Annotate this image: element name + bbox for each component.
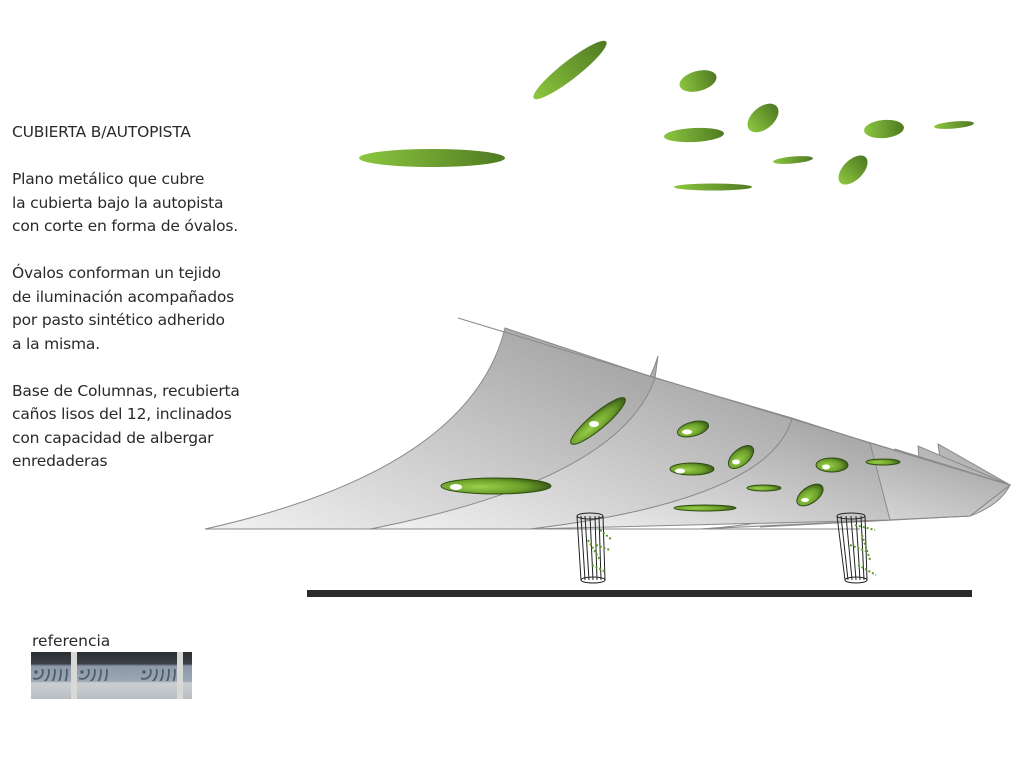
text-line: con capacidad de albergar <box>12 428 214 447</box>
floating-oval <box>359 149 505 167</box>
reference-label: referencia <box>32 632 111 650</box>
canopy-edge-line <box>457 317 1011 486</box>
floating-oval <box>679 70 717 92</box>
vine-icon <box>849 524 877 576</box>
reference-photo <box>31 652 192 699</box>
floating-oval <box>664 127 724 143</box>
text-line: caños lisos del 12, inclinados <box>12 405 232 423</box>
floating-oval <box>533 40 607 100</box>
text-line: enredaderas <box>12 452 108 470</box>
floating-oval <box>674 183 752 191</box>
column-right <box>836 512 877 584</box>
text-line: Plano metálico que cubre <box>12 170 205 188</box>
floating-oval <box>934 121 974 129</box>
canopy-oval <box>673 504 737 512</box>
canopy-panel <box>204 327 656 530</box>
title-text: CUBIERTA B/AUTOPISTA <box>12 123 191 141</box>
text-line: con corte en forma de óvalos. <box>12 217 238 235</box>
text-line: la cubierta bajo la autopista <box>12 193 224 212</box>
paragraph-2: Óvalos conforman un tejido de iluminació… <box>12 262 302 356</box>
canopy-oval <box>669 462 715 476</box>
canopy-oval <box>570 397 626 445</box>
text-line: a la misma. <box>12 334 100 353</box>
canopy-oval <box>815 457 849 473</box>
canopy-ovals <box>440 397 901 512</box>
canopy-oval <box>865 458 901 466</box>
paragraph-3: Base de Columnas, recubierta caños lisos… <box>12 380 302 474</box>
text-line: por pasto sintético adherido <box>12 311 225 329</box>
paragraph-1: Plano metálico que cubre la cubierta baj… <box>12 168 302 239</box>
ground-slab <box>307 590 972 597</box>
text-line: de iluminación acompañados <box>12 287 234 306</box>
floating-oval <box>864 119 904 139</box>
floating-oval <box>747 103 779 133</box>
section-title: CUBIERTA B/AUTOPISTA <box>12 121 302 145</box>
floating-oval <box>773 156 813 164</box>
floating-ovals <box>359 40 974 191</box>
text-line: Óvalos conforman un tejido <box>12 264 221 282</box>
description-text: CUBIERTA B/AUTOPISTA Plano metálico que … <box>12 121 302 497</box>
text-line: Base de Columnas, recubierta <box>12 381 240 400</box>
column-left <box>576 512 613 584</box>
floating-oval <box>838 155 868 185</box>
canopy-oval <box>440 477 552 495</box>
canopy-oval <box>746 484 782 492</box>
